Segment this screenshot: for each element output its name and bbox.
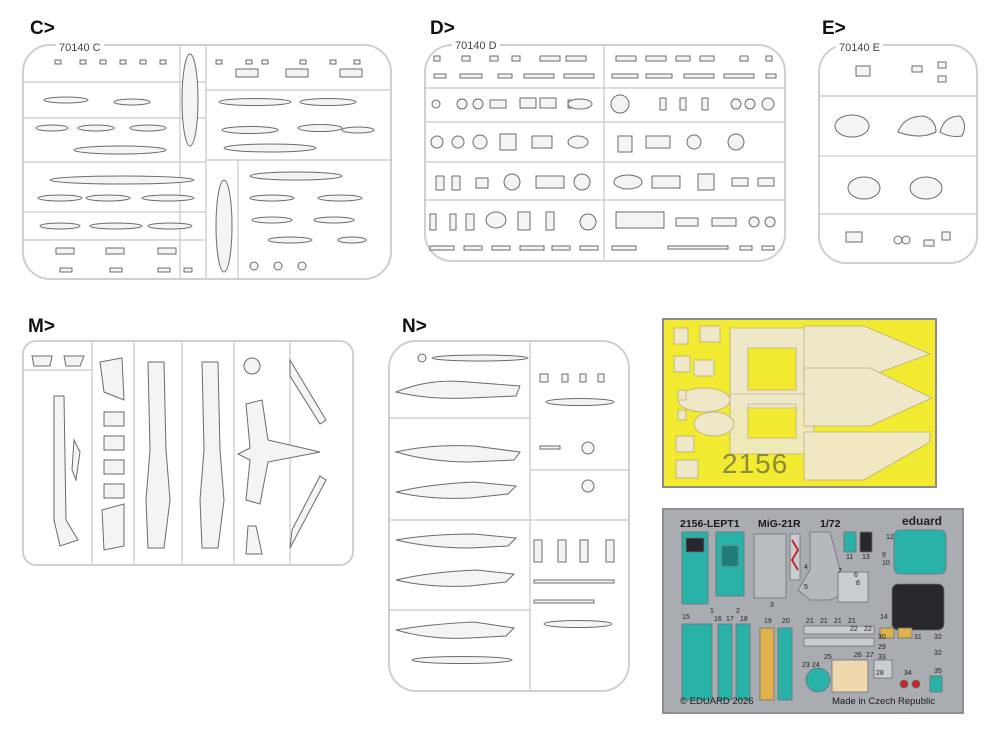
pe-part-number: 1	[710, 608, 714, 615]
sprue-n-label: N>	[402, 316, 427, 337]
pe-part-number: 26	[854, 652, 862, 659]
pe-part-number: 23	[802, 662, 810, 669]
sprue-m-frame	[22, 340, 354, 566]
mask-cut-shapes	[673, 325, 933, 481]
sprue-c-frame	[22, 44, 392, 280]
sprue-e-label: E>	[822, 18, 846, 39]
pe-part-number: 21	[834, 618, 842, 625]
sprue-c-label: C>	[30, 18, 55, 39]
pe-part-number: 5	[804, 584, 808, 591]
pe-origin: Made in Czech Republic	[832, 696, 935, 707]
pe-part-number: 32	[934, 634, 942, 641]
pe-brand-logo: eduard	[902, 514, 943, 528]
pe-part-number: 21	[848, 618, 856, 625]
sprue-d-label: D>	[430, 18, 455, 39]
pe-part-number: 14	[880, 614, 888, 621]
pe-part-number: 3	[770, 602, 774, 609]
sprue-m-label: M>	[28, 316, 55, 337]
sprue-e-frame	[818, 44, 978, 264]
pe-part-number: 21	[820, 618, 828, 625]
pe-part-number: 24	[812, 662, 820, 669]
masking-sheet: 2156	[662, 318, 937, 488]
pe-scale: 1/72	[820, 518, 841, 530]
pe-part-number: 13	[862, 554, 870, 561]
sprue-n-frame	[388, 340, 630, 692]
sprue-c-code: 70140 C	[56, 42, 104, 54]
pe-part-number: 31	[914, 634, 922, 641]
pe-copyright: © EDUARD 2026	[680, 696, 754, 707]
pe-part-number: 34	[904, 670, 912, 677]
pe-part-number: 11	[846, 554, 854, 561]
pe-part-number: 19	[764, 618, 772, 625]
pe-part-number: 20	[782, 618, 790, 625]
pe-part-number: 7	[838, 568, 842, 575]
pe-model: MiG-21R	[758, 518, 801, 530]
sprue-d-code: 70140 D	[452, 40, 500, 52]
pe-part-number: 12	[886, 534, 894, 541]
pe-part-number: 2	[736, 608, 740, 615]
pe-part-number: 32	[934, 650, 942, 657]
pe-part-number: 22	[850, 626, 858, 633]
pe-part-number: 22	[864, 626, 872, 633]
sprue-d-frame	[424, 44, 786, 262]
pe-part-number: 16	[714, 616, 722, 623]
pe-code: 2156-LEPT1	[680, 518, 740, 530]
pe-part-number: 35	[934, 668, 942, 675]
sprue-e-code: 70140 E	[836, 42, 883, 54]
pe-part-number: 25	[824, 654, 832, 661]
pe-part-number: 29	[878, 644, 886, 651]
photoetch-fret: 2156-LEPT1 MiG-21R 1/72 eduard	[662, 508, 964, 714]
pe-part-number: 30	[878, 634, 886, 641]
pe-parts-drawing	[681, 529, 947, 701]
pe-part-number: 21	[806, 618, 814, 625]
pe-part-number: 28	[876, 670, 884, 677]
pe-part-number: 10	[882, 560, 890, 567]
pe-part-number: 18	[740, 616, 748, 623]
pe-part-number: 4	[804, 564, 808, 571]
pe-part-number: 15	[682, 614, 690, 621]
mask-number: 2156	[722, 448, 789, 479]
pe-part-number: 6	[854, 572, 858, 579]
pe-part-number: 8	[856, 580, 860, 587]
pe-part-number: 17	[726, 616, 734, 623]
pe-part-number: 9	[882, 552, 886, 559]
pe-part-number: 27	[866, 652, 874, 659]
pe-part-number: 33	[878, 654, 886, 661]
